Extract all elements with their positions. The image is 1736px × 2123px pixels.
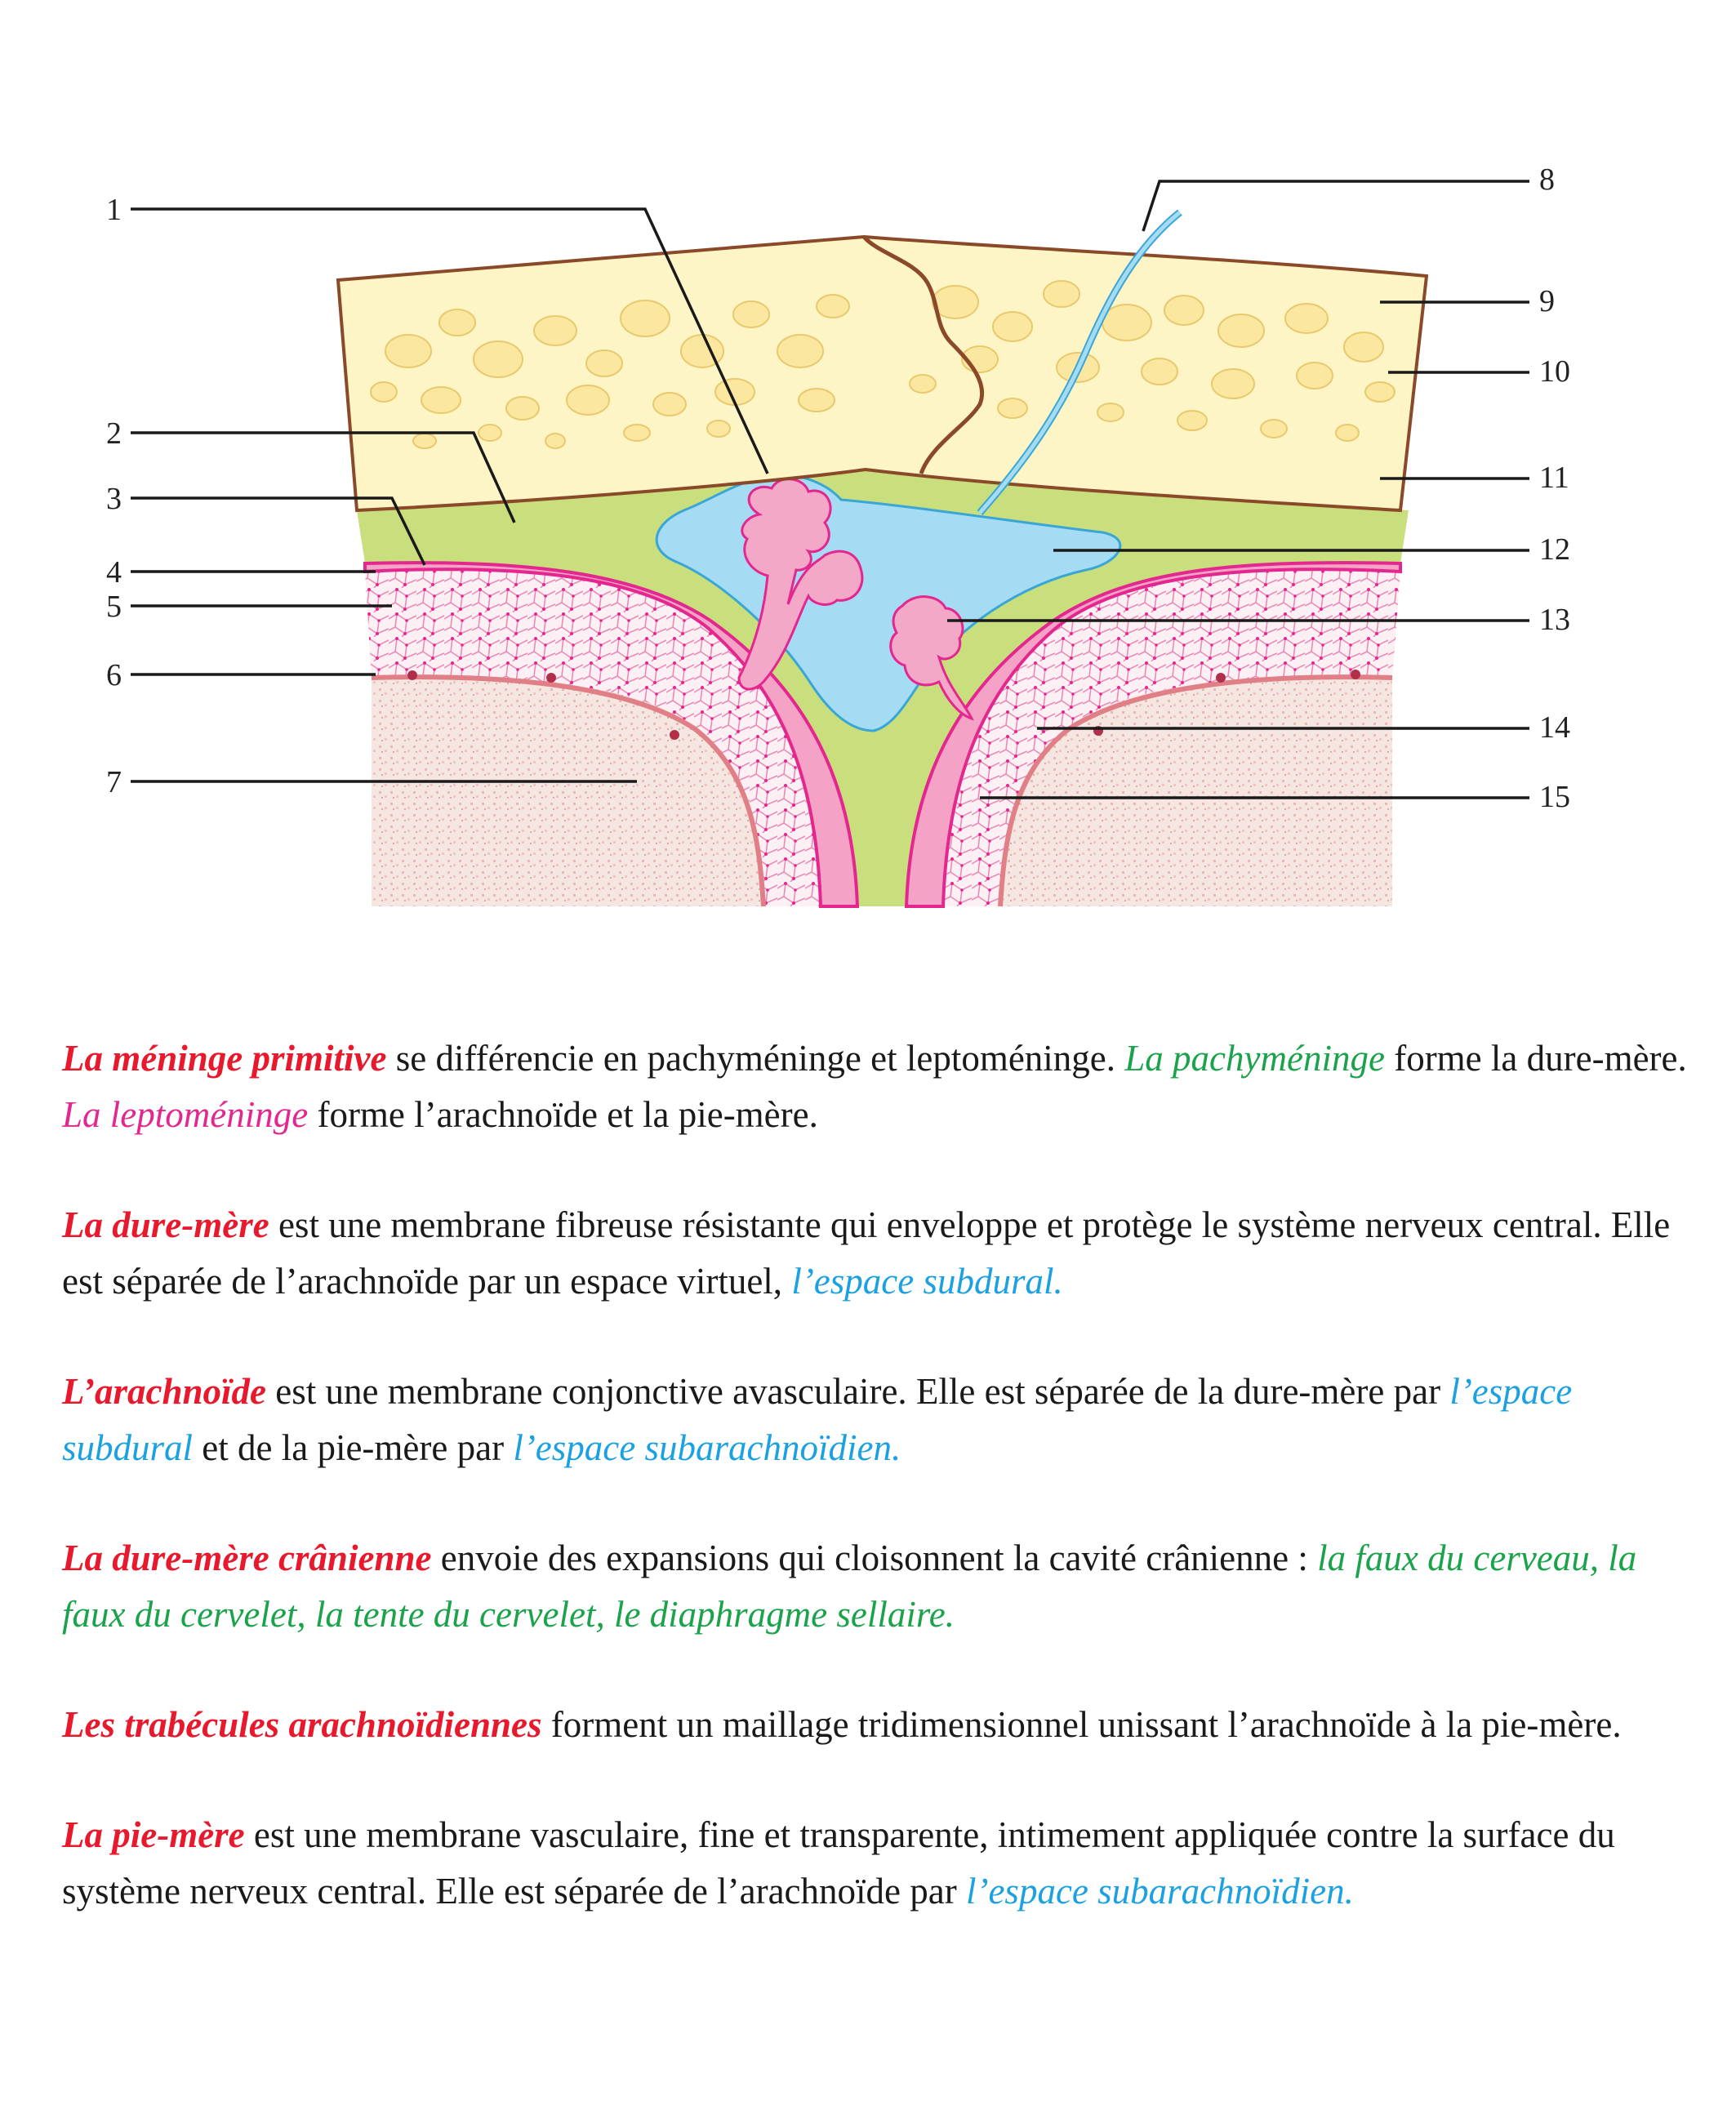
highlighted-term: La pachyméninge [1124,1038,1385,1079]
label-14: 14 [1539,710,1570,745]
label-12: 12 [1539,532,1570,567]
label-2: 2 [106,416,122,451]
highlighted-term: l’espace subarachnoïdien. [513,1427,901,1468]
label-8: 8 [1539,162,1555,197]
highlighted-term: l’espace subdural [62,1371,1573,1468]
body-text: et de la pie-mère par [193,1427,514,1468]
body-text: est une membrane fibreuse résistante qui… [62,1204,1671,1302]
highlighted-term: l’espace subdural. [791,1261,1063,1302]
arachnoid-granulation-2 [889,595,974,721]
body-text: forment un maillage tridimensionnel unis… [541,1704,1622,1745]
paragraph: L’arachnoïde est une membrane conjonctiv… [62,1364,1687,1476]
label-7: 7 [106,765,122,799]
diploe-cells [370,280,1395,449]
term-heading: La dure-mère crânienne [62,1538,432,1578]
highlighted-term: La leptoméninge [62,1094,309,1135]
pia-mater-right [998,674,1393,907]
paragraph: La dure-mère crânienne envoie des expans… [62,1530,1687,1643]
label-10: 10 [1539,354,1570,389]
term-heading: La dure-mère [62,1204,269,1245]
body-text: est une membrane conjonctive avasculaire… [266,1371,1450,1412]
leader-lines [131,180,1529,799]
paragraph: Les trabécules arachnoïdiennes forment u… [62,1697,1687,1753]
label-13: 13 [1539,603,1570,637]
arachnoid-right [904,561,1402,908]
meninges-diagram: 1 2 3 4 5 6 7 8 9 10 11 12 13 14 15 [106,162,1570,908]
label-11: 11 [1539,461,1569,495]
subarachnoid-mesh-right [943,569,1400,906]
label-6: 6 [106,658,122,692]
body-text: est une membrane vasculaire, fine et tra… [62,1814,1615,1912]
brain-parenchyma [372,690,714,906]
paragraph: La méninge primitive se différencie en p… [62,1030,1687,1143]
label-4: 4 [106,555,122,590]
subarachnoid-mesh-left [365,569,821,906]
body-text: se différencie en pachyméninge et leptom… [386,1038,1125,1079]
skull-bone [336,234,1429,513]
description-text: La méninge primitive se différencie en p… [62,1030,1687,1974]
body-text: forme l’arachnoïde et la pie-mère. [308,1094,818,1135]
arachnoid-granulation-1 [737,478,864,691]
term-heading: La méninge primitive [62,1038,387,1079]
highlighted-term: la faux du cerveau, la faux du cervelet,… [62,1538,1637,1635]
highlighted-term: l’espace subarachnoïdien. [965,1871,1354,1912]
label-9: 9 [1539,284,1555,318]
label-3: 3 [106,482,122,516]
cranial-suture [862,235,985,474]
body-text: envoie des expansions qui cloisonnent la… [431,1538,1318,1578]
pia-mater-left [371,674,766,907]
term-heading: Les trabécules arachnoïdiennes [62,1704,542,1745]
label-5: 5 [106,590,122,624]
paragraph: La dure-mère est une membrane fibreuse r… [62,1197,1687,1310]
label-1: 1 [106,193,122,227]
arachnoid-left [363,561,860,908]
paragraph: La pie-mère est une membrane vasculaire,… [62,1807,1687,1920]
term-heading: La pie-mère [62,1814,245,1855]
label-15: 15 [1539,780,1570,814]
body-text: forme la dure-mère. [1384,1038,1687,1079]
term-heading: L’arachnoïde [62,1371,267,1412]
